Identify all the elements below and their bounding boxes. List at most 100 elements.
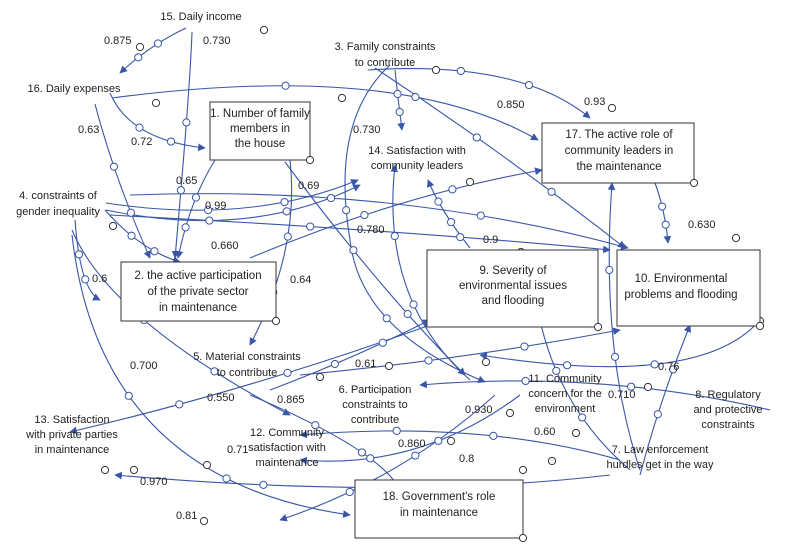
- causal-edge: [394, 69, 405, 131]
- loose-node-marker: [151, 98, 161, 108]
- path-coefficient: 0.93: [584, 96, 605, 108]
- causal-edge: [607, 182, 641, 471]
- box-corner-marker: [271, 316, 281, 326]
- path-coefficient: 0.65: [176, 175, 197, 187]
- edge-marker: [434, 197, 443, 206]
- path-coefficient: 0.60: [534, 426, 555, 438]
- causal-edge: [249, 167, 543, 259]
- node-box-n9: [426, 249, 599, 328]
- edge-marker: [204, 205, 213, 215]
- causal-edge: [427, 179, 471, 249]
- path-coefficient: 0.860: [398, 438, 426, 450]
- edge-marker: [658, 202, 667, 211]
- path-coefficient: 0.710: [608, 389, 636, 401]
- edge-marker: [311, 421, 320, 430]
- loose-node-marker: [384, 361, 394, 371]
- path-coefficient: 0.71: [227, 444, 248, 456]
- edge-marker: [283, 368, 292, 377]
- causal-edge: [279, 394, 496, 522]
- edge-marker: [390, 231, 399, 241]
- causal-edge: [71, 229, 291, 416]
- edge-marker: [127, 231, 136, 240]
- box-corner-marker: [593, 322, 603, 332]
- causal-edge: [105, 179, 359, 211]
- edge-marker: [669, 365, 678, 374]
- loose-node-marker: [100, 465, 110, 475]
- path-coefficient: 0.9: [483, 234, 498, 246]
- loose-node-marker: [481, 357, 491, 367]
- edge-marker: [222, 474, 231, 483]
- path-coefficient: 0.61: [355, 358, 376, 370]
- causal-edge: [175, 159, 216, 259]
- loose-node-marker: [199, 516, 209, 526]
- path-coefficient: 0.700: [130, 360, 158, 372]
- edge-marker: [562, 361, 572, 370]
- node-box-n1: [209, 101, 311, 161]
- edge-marker: [653, 410, 662, 419]
- edge-marker: [366, 454, 375, 463]
- causal-edge: [299, 394, 521, 465]
- edge-marker: [181, 223, 190, 232]
- path-coefficient: 0.76: [658, 361, 679, 373]
- path-coefficient: 0.630: [688, 219, 716, 231]
- edge-marker: [392, 426, 401, 436]
- loose-node-marker: [315, 372, 325, 382]
- edge-marker: [552, 366, 561, 375]
- edge-marker: [472, 133, 481, 142]
- causal-edge: [109, 214, 611, 254]
- loose-node-marker: [446, 436, 456, 446]
- edge-marker: [135, 123, 144, 132]
- edge-marker: [326, 193, 336, 203]
- edge-marker: [520, 342, 529, 351]
- path-coefficient: 0.72: [131, 136, 152, 148]
- edge-marker: [259, 480, 268, 489]
- path-coefficient: 0.550: [207, 392, 235, 404]
- box-corner-marker: [305, 155, 315, 165]
- causal-edge: [367, 68, 591, 119]
- causal-edge: [111, 85, 539, 141]
- path-coefficient: 0.8: [459, 453, 474, 465]
- edge-marker: [605, 265, 614, 275]
- causal-edge: [74, 219, 101, 301]
- loose-node-marker: [259, 25, 269, 35]
- causal-edge: [537, 319, 631, 471]
- edge-marker: [360, 210, 369, 220]
- box-layer: [120, 101, 765, 543]
- path-coefficient: 0.970: [140, 476, 168, 488]
- path-coefficient: 0.660: [211, 240, 239, 252]
- edge-marker: [411, 451, 420, 460]
- causal-edge: [299, 430, 621, 461]
- edge-marker: [124, 391, 133, 400]
- path-coefficient: 0.780: [357, 224, 385, 236]
- path-coefficient: 0.850: [497, 99, 525, 111]
- loose-node-marker: [571, 428, 581, 438]
- causal-edge: [419, 380, 771, 411]
- loose-node-marker: [505, 408, 515, 418]
- edge-marker: [81, 275, 90, 284]
- edge-marker: [489, 431, 498, 440]
- edge-marker: [280, 197, 289, 207]
- edge-marker: [448, 185, 457, 194]
- path-coefficient: 0.930: [465, 404, 493, 416]
- node-box-n2: [120, 261, 277, 322]
- edge-marker: [150, 247, 159, 256]
- edge-marker: [476, 211, 485, 220]
- path-coefficient: 0.64: [290, 274, 311, 286]
- path-coefficient: 0.730: [353, 124, 381, 136]
- loose-node-marker: [135, 42, 145, 52]
- loose-node-marker: [108, 221, 118, 231]
- edge-marker: [382, 314, 391, 323]
- causal-edge: [344, 64, 486, 383]
- path-coefficient: 0.81: [176, 510, 197, 522]
- edge-marker: [403, 309, 412, 319]
